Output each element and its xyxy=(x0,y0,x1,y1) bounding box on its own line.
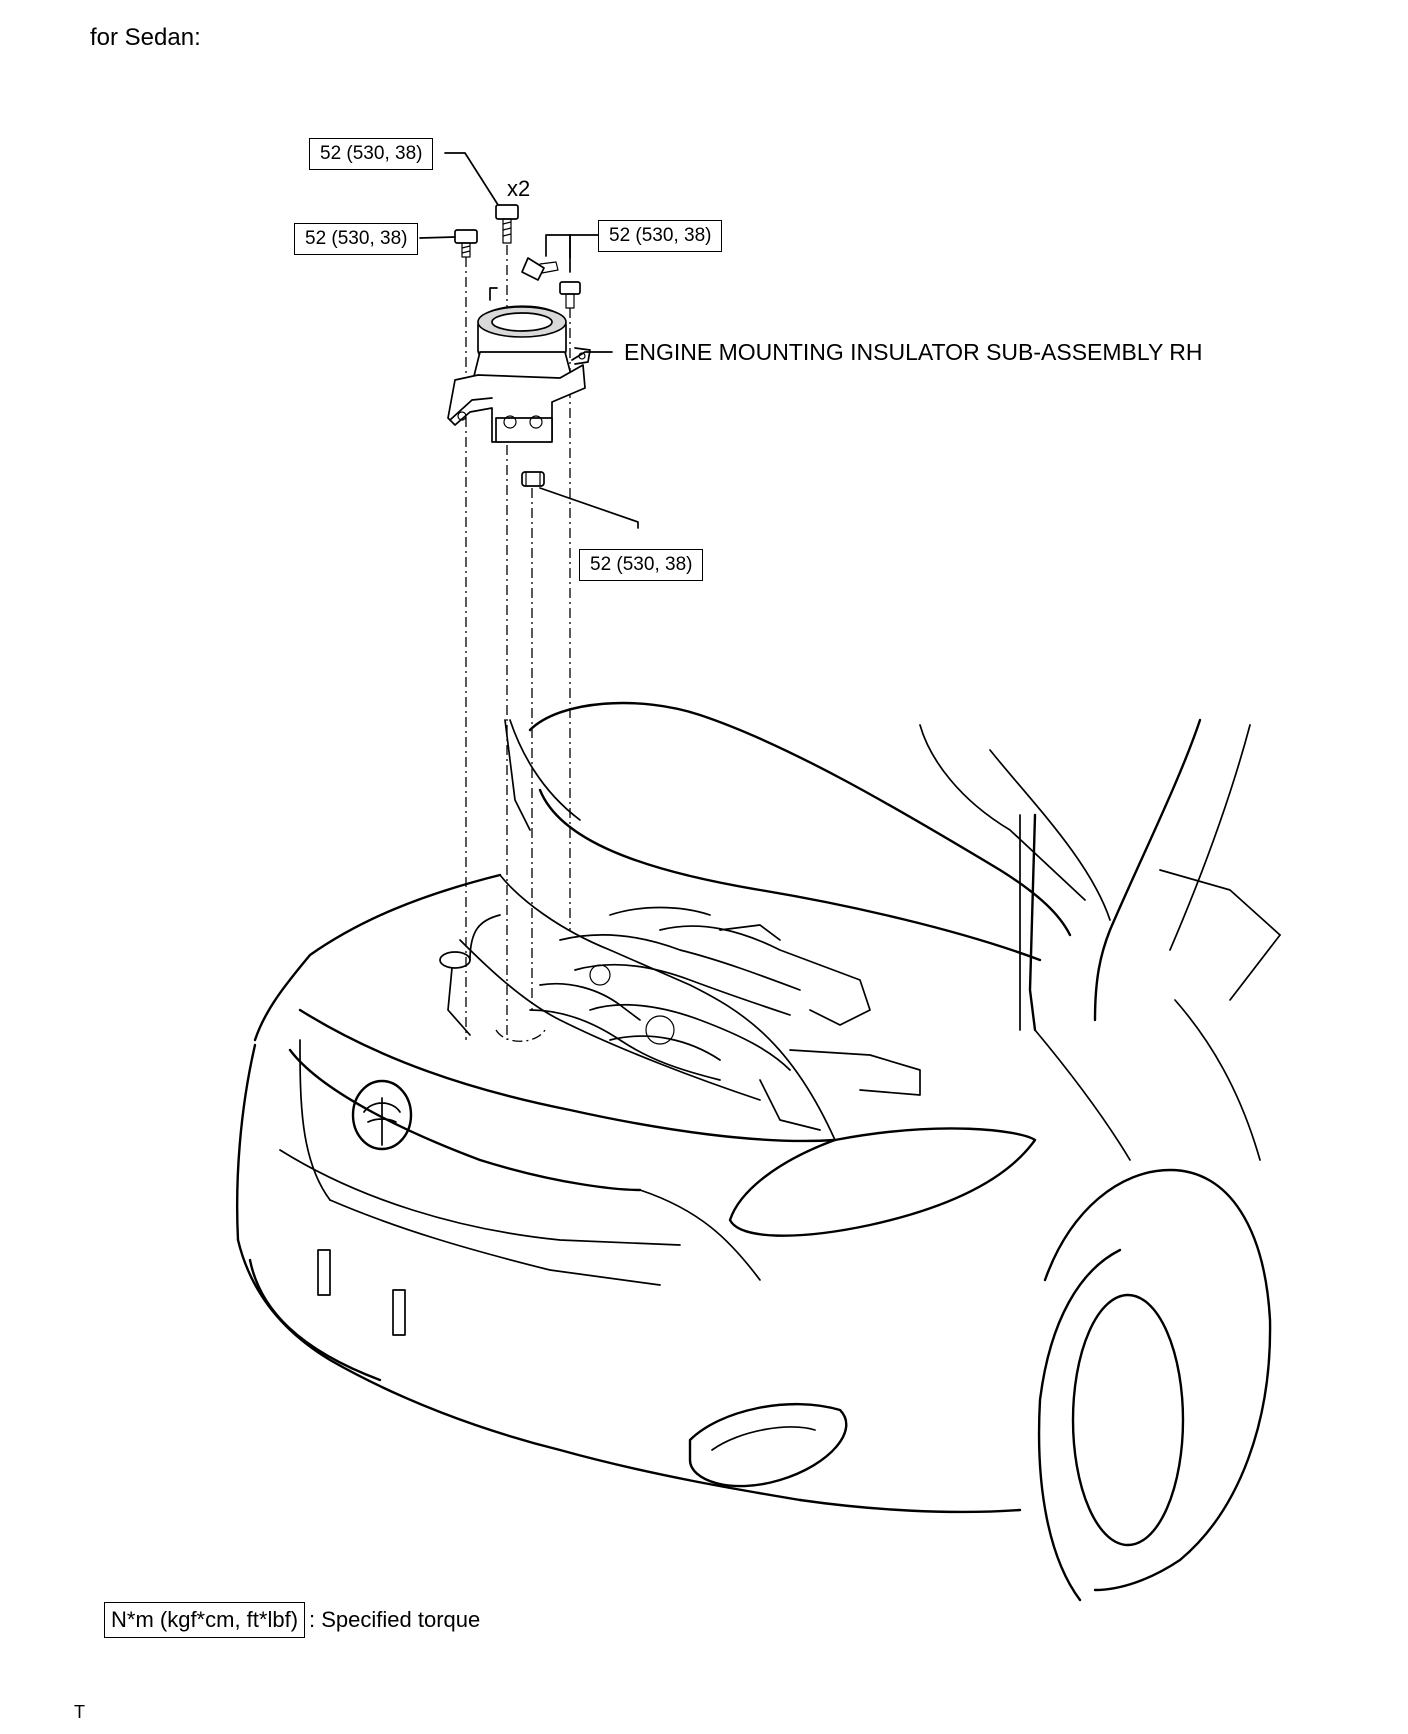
part-label-engine-mount: ENGINE MOUNTING INSULATOR SUB-ASSEMBLY R… xyxy=(624,339,1203,365)
bolt-right-lower xyxy=(559,281,581,309)
bolt-top-x2 xyxy=(495,204,519,244)
torque-legend: N*m (kgf*cm, ft*lbf): Specified torque xyxy=(104,1602,480,1638)
assembly-guide-lines xyxy=(465,245,571,1042)
torque-callout-right: 52 (530, 38) xyxy=(598,220,723,252)
page-heading: for Sedan: xyxy=(90,24,201,51)
torque-callout-top: 52 (530, 38) xyxy=(309,138,434,170)
quantity-label: x2 xyxy=(507,176,531,201)
engine-mounting-insulator xyxy=(447,287,591,443)
torque-callout-left: 52 (530, 38) xyxy=(294,223,419,255)
torque-callout-lower: 52 (530, 38) xyxy=(579,549,704,581)
legend-text: : Specified torque xyxy=(309,1607,481,1632)
vehicle-front-outline xyxy=(235,701,1281,1602)
engine-bay xyxy=(439,874,921,1141)
legend-unit-box: N*m (kgf*cm, ft*lbf) xyxy=(104,1602,306,1638)
corner-mark: T xyxy=(74,1702,85,1722)
bolt-right-upper xyxy=(521,257,559,281)
callout-leaders xyxy=(419,152,639,529)
nut-lower xyxy=(521,471,545,487)
bolt-left xyxy=(454,229,478,258)
